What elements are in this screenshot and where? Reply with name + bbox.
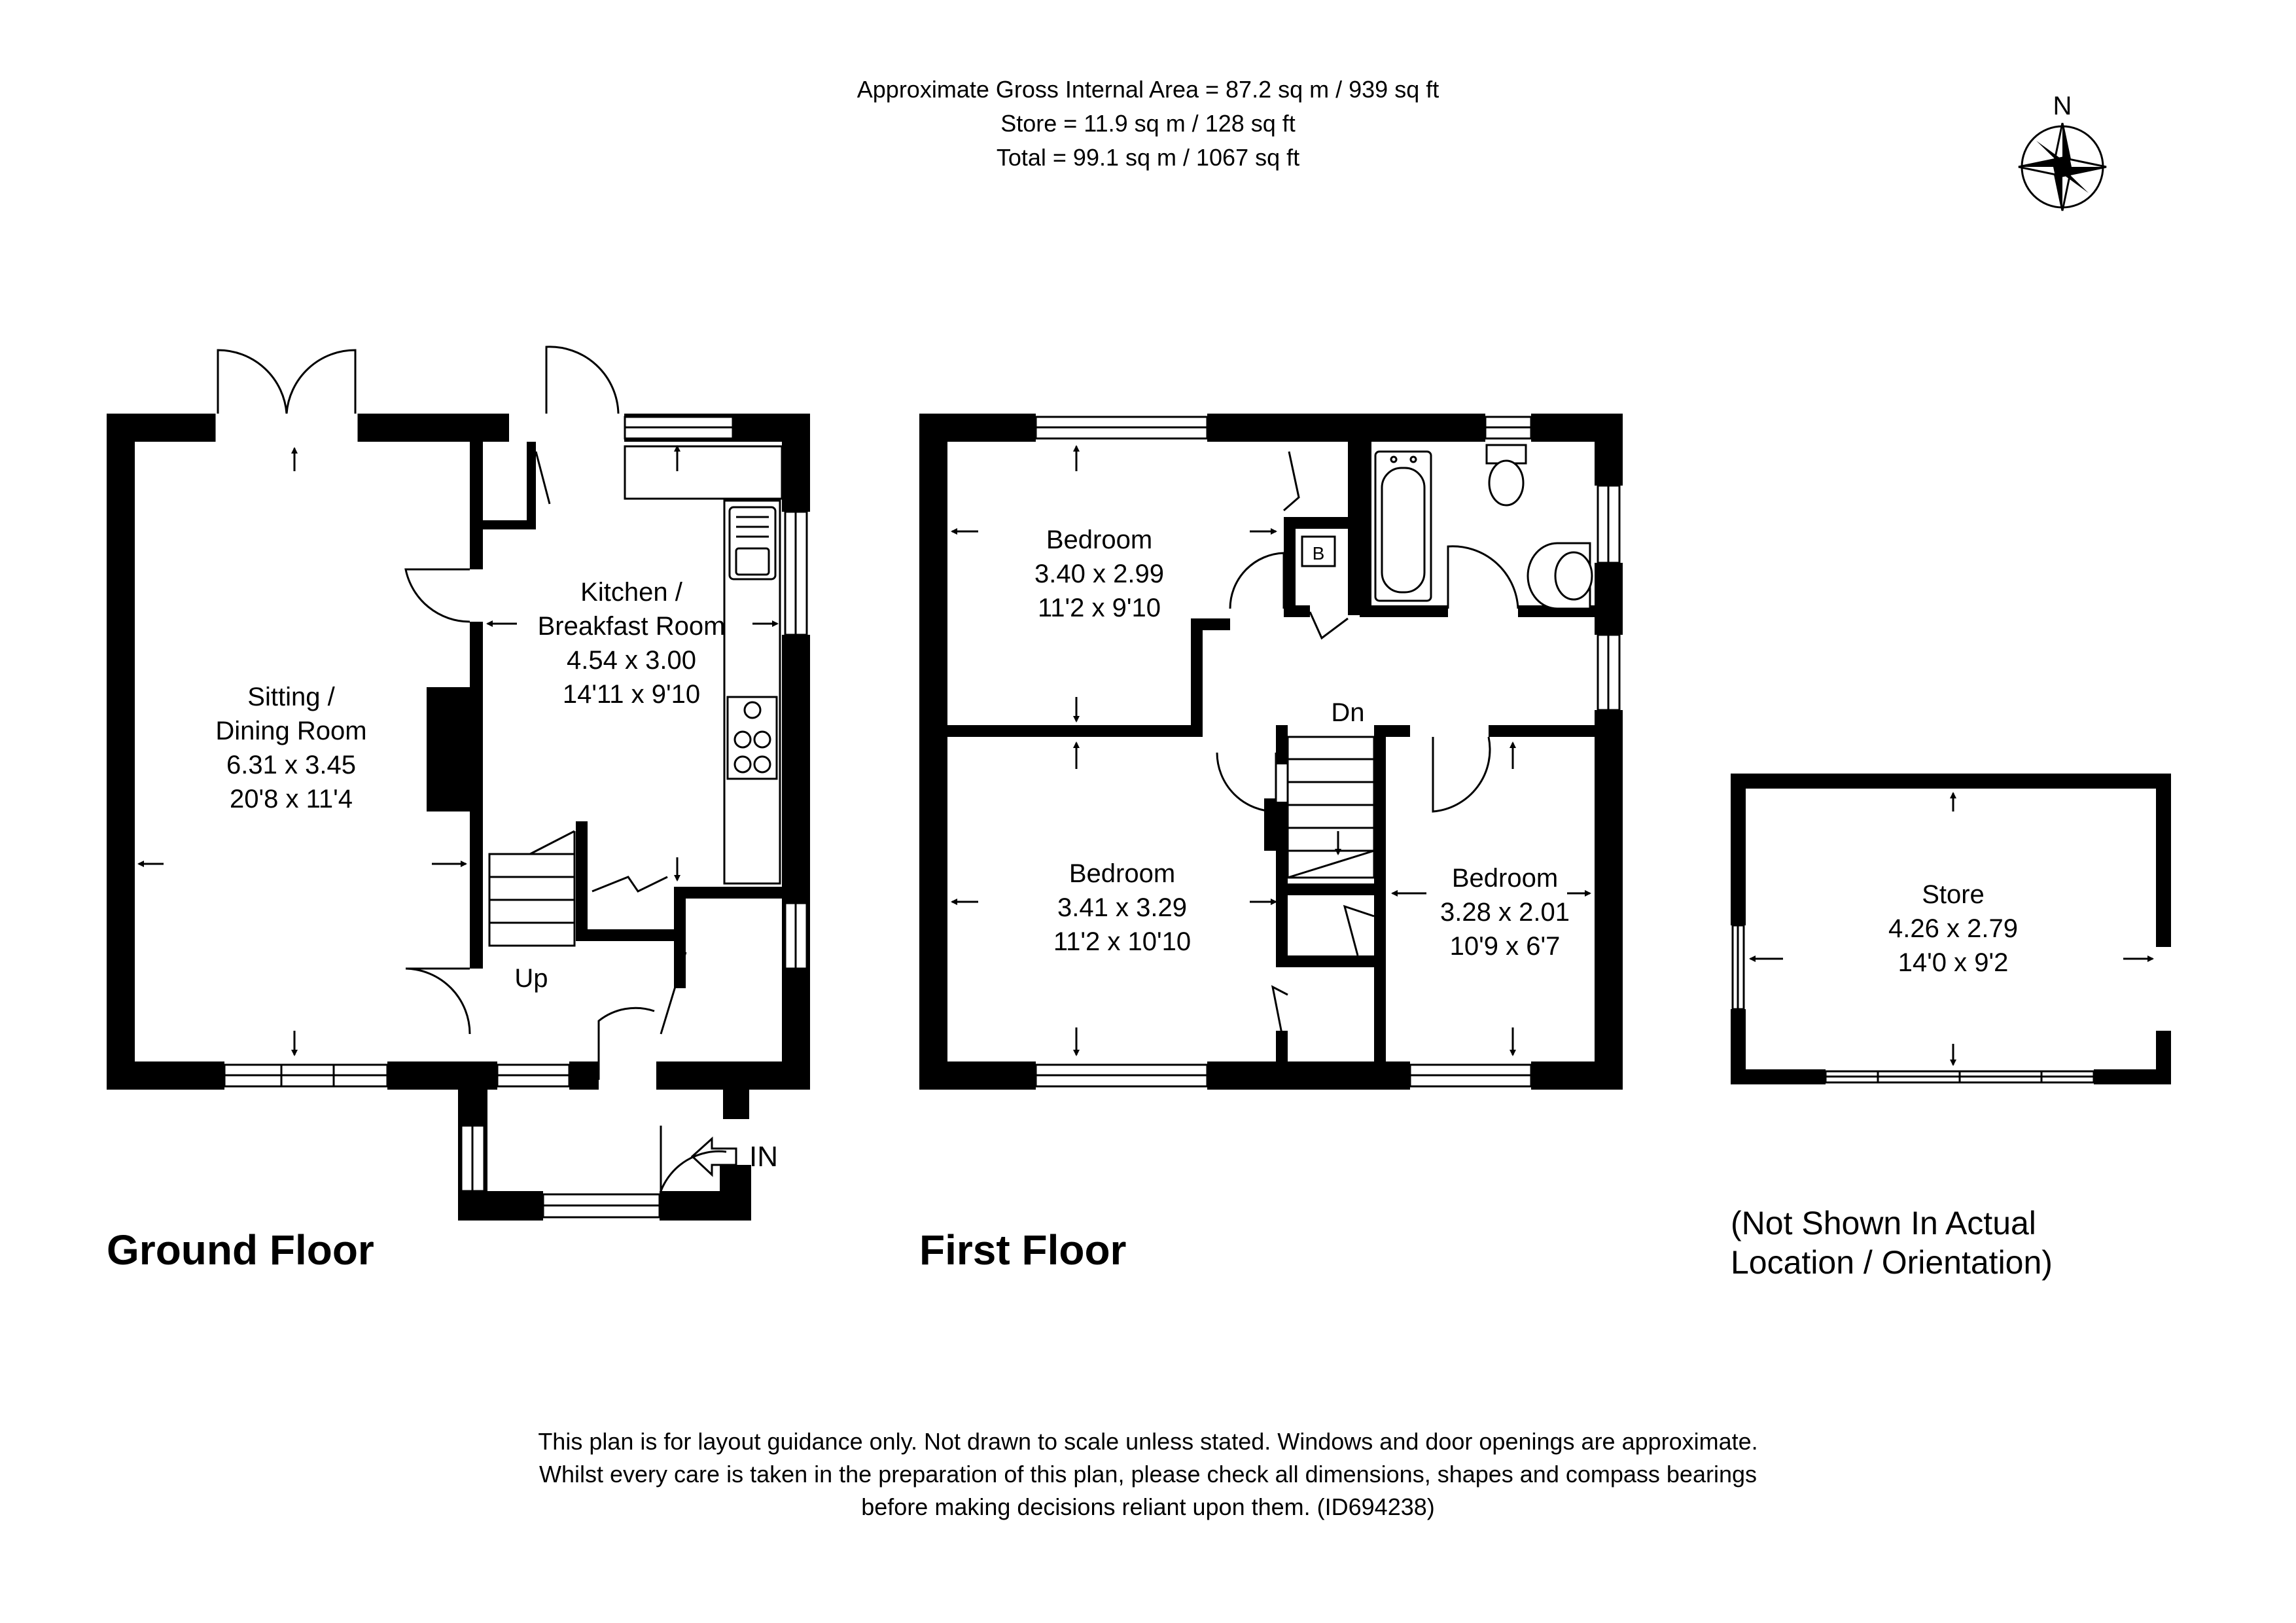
sitting-room-label-2: Dining Room <box>215 717 366 745</box>
wall <box>470 442 483 569</box>
wall <box>782 414 810 512</box>
total-area-text: Total = 99.1 sq m / 1067 sq ft <box>996 144 1300 171</box>
wall <box>107 414 215 442</box>
wall <box>656 1061 810 1090</box>
kitchen-label: Kitchen / <box>580 578 683 607</box>
first-floor-dimension-arrows <box>951 445 1591 1056</box>
disclaimer-line-1: This plan is for layout guidance only. N… <box>538 1428 1758 1455</box>
store-label: Store <box>1922 880 1985 909</box>
ground-floor-dimension-arrows <box>137 445 779 1056</box>
compass-rose-icon: N <box>2018 92 2107 211</box>
chimney-breast <box>427 687 472 812</box>
sitting-room-label: Sitting / <box>247 683 335 711</box>
first-floor-plan <box>919 414 1623 1090</box>
first-floor-title: First Floor <box>919 1226 1127 1274</box>
first-floor-labels: Bedroom 3.40 x 2.99 11'2 x 9'10 Bedroom … <box>1034 526 1570 961</box>
store-metric: 4.26 x 2.79 <box>1888 914 2018 943</box>
ground-floor-labels: Sitting / Dining Room 6.31 x 3.45 20'8 x… <box>215 578 778 1173</box>
kitchen-label-2: Breakfast Room <box>538 612 726 641</box>
ground-floor-openings <box>213 346 808 1219</box>
compass-north-label: N <box>2053 92 2072 120</box>
bedroom-2-metric: 3.41 x 3.29 <box>1057 893 1187 922</box>
boiler-label: B <box>1313 543 1325 563</box>
sitting-room-imperial: 20'8 x 11'4 <box>230 785 353 813</box>
first-floor-openings <box>1034 416 1621 1088</box>
wall <box>569 1061 599 1090</box>
wall <box>387 1061 497 1090</box>
bedroom-3-imperial: 10'9 x 6'7 <box>1450 932 1561 961</box>
store-plan <box>1731 774 2171 1084</box>
entrance-arrow-icon <box>690 1136 737 1177</box>
kitchen-imperial: 14'11 x 9'10 <box>563 680 700 709</box>
disclaimer-line-2: Whilst every care is taken in the prepar… <box>539 1461 1757 1488</box>
wall <box>107 414 135 1090</box>
store-area-text: Store = 11.9 sq m / 128 sq ft <box>1000 110 1296 137</box>
store-dimension-arrows <box>1749 792 2154 1066</box>
gross-area-text: Approximate Gross Internal Area = 87.2 s… <box>857 76 1439 103</box>
bedroom-1-label: Bedroom <box>1046 526 1152 554</box>
stairs-down-label: Dn <box>1331 698 1364 727</box>
sitting-room-metric: 6.31 x 3.45 <box>226 751 356 779</box>
ground-floor-plan <box>107 414 810 1221</box>
entrance-label: IN <box>749 1141 778 1173</box>
wall <box>470 622 483 969</box>
disclaimer: This plan is for layout guidance only. N… <box>0 1425 2296 1524</box>
store-note-line-2: Location / Orientation) <box>1731 1244 2053 1281</box>
bedroom-2-label: Bedroom <box>1069 859 1175 888</box>
wall <box>359 414 509 442</box>
stairs-up-label: Up <box>514 964 548 993</box>
bedroom-1-imperial: 11'2 x 9'10 <box>1038 594 1161 622</box>
ground-floor-title: Ground Floor <box>107 1226 374 1274</box>
bedroom-1-metric: 3.40 x 2.99 <box>1034 560 1164 588</box>
store-note-line-1: (Not Shown In Actual <box>1731 1205 2036 1241</box>
store-imperial: 14'0 x 9'2 <box>1898 948 2009 977</box>
store-labels: Store 4.26 x 2.79 14'0 x 9'2 <box>1888 880 2018 977</box>
store-openings <box>1731 924 2095 1084</box>
bedroom-3-metric: 3.28 x 2.01 <box>1440 898 1570 927</box>
disclaimer-line-3: before making decisions reliant upon the… <box>861 1493 1435 1520</box>
wall <box>107 1061 224 1090</box>
kitchen-metric: 4.54 x 3.00 <box>567 646 696 675</box>
bedroom-2-imperial: 11'2 x 10'10 <box>1053 927 1191 956</box>
bedroom-3-label: Bedroom <box>1452 864 1558 893</box>
